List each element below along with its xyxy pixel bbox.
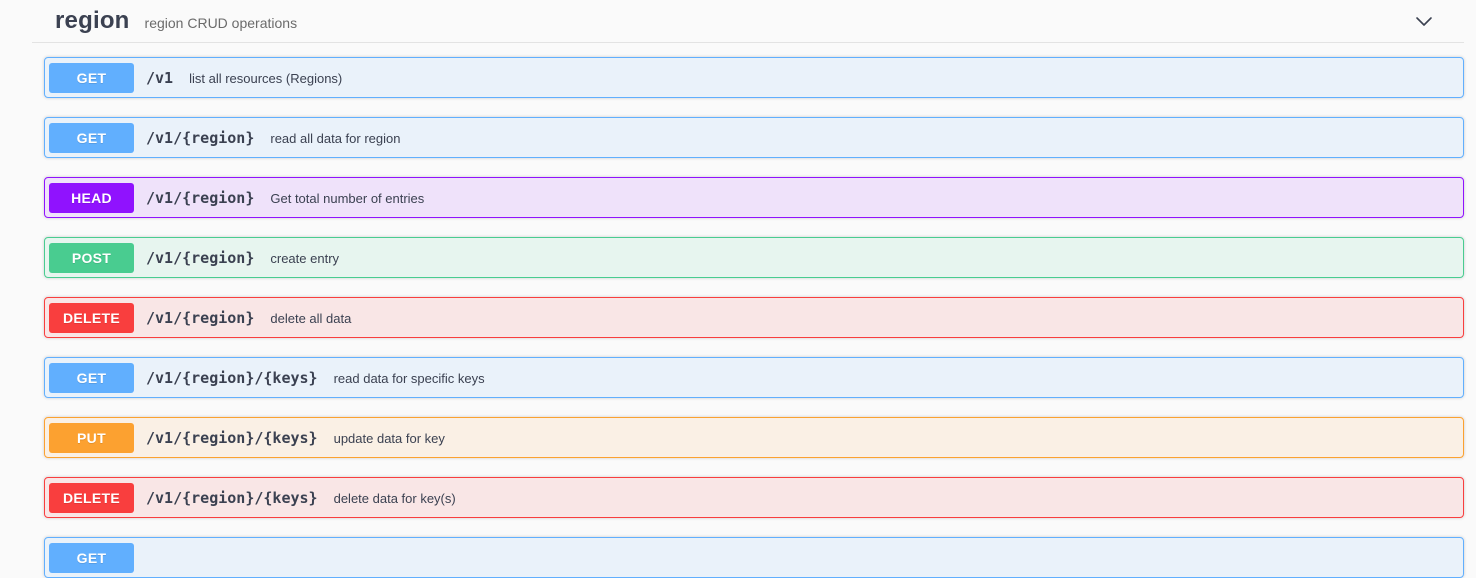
operation-row[interactable]: PUT /v1/{region}/{keys} update data for …: [44, 417, 1464, 458]
method-badge: HEAD: [49, 182, 134, 213]
operation-path: /v1/{region}/{keys}: [146, 488, 318, 507]
chevron-down-icon: [1412, 9, 1436, 33]
method-badge: DELETE: [49, 302, 134, 333]
operation-path: /v1/{region}: [146, 128, 255, 147]
operation-row[interactable]: GET /v1/{region} read all data for regio…: [44, 117, 1464, 158]
operation-summary: list all resources (Regions): [189, 71, 343, 86]
method-badge: POST: [49, 242, 134, 273]
method-badge: GET: [49, 362, 134, 393]
tag-section: region region CRUD operations GET /v1 li…: [32, 0, 1464, 578]
operation-summary: read all data for region: [270, 131, 401, 146]
operation-row[interactable]: HEAD /v1/{region} Get total number of en…: [44, 177, 1464, 218]
operation-row[interactable]: GET /v1 list all resources (Regions): [44, 57, 1464, 98]
operation-row[interactable]: GET /v1/{region}/{keys} read data for sp…: [44, 357, 1464, 398]
method-badge: GET: [49, 542, 134, 573]
operation-row[interactable]: DELETE /v1/{region} delete all data: [44, 297, 1464, 338]
section-description: region CRUD operations: [144, 14, 298, 31]
operation-path: /v1/{region}: [146, 308, 255, 327]
operation-summary: read data for specific keys: [333, 371, 485, 386]
method-badge: PUT: [49, 422, 134, 453]
method-badge: GET: [49, 122, 134, 153]
operation-path: /v1: [146, 68, 174, 87]
operation-path: /v1/{region}/{keys}: [146, 428, 318, 447]
tag-header[interactable]: region region CRUD operations: [32, 0, 1464, 43]
method-badge: DELETE: [49, 482, 134, 513]
operation-row[interactable]: GET: [44, 537, 1464, 578]
operation-path: /v1/{region}/{keys}: [146, 368, 318, 387]
operations-list: GET /v1 list all resources (Regions) GET…: [32, 43, 1464, 578]
method-badge: GET: [49, 62, 134, 93]
operation-summary: delete data for key(s): [333, 491, 456, 506]
operation-summary: create entry: [270, 251, 340, 266]
operation-row[interactable]: POST /v1/{region} create entry: [44, 237, 1464, 278]
section-title: region: [55, 7, 130, 34]
operation-row[interactable]: DELETE /v1/{region}/{keys} delete data f…: [44, 477, 1464, 518]
operation-summary: Get total number of entries: [270, 191, 425, 206]
operation-summary: update data for key: [333, 431, 445, 446]
operation-path: /v1/{region}: [146, 188, 255, 207]
operation-path: /v1/{region}: [146, 248, 255, 267]
collapse-section-button[interactable]: [1412, 9, 1436, 33]
operation-summary: delete all data: [270, 311, 352, 326]
